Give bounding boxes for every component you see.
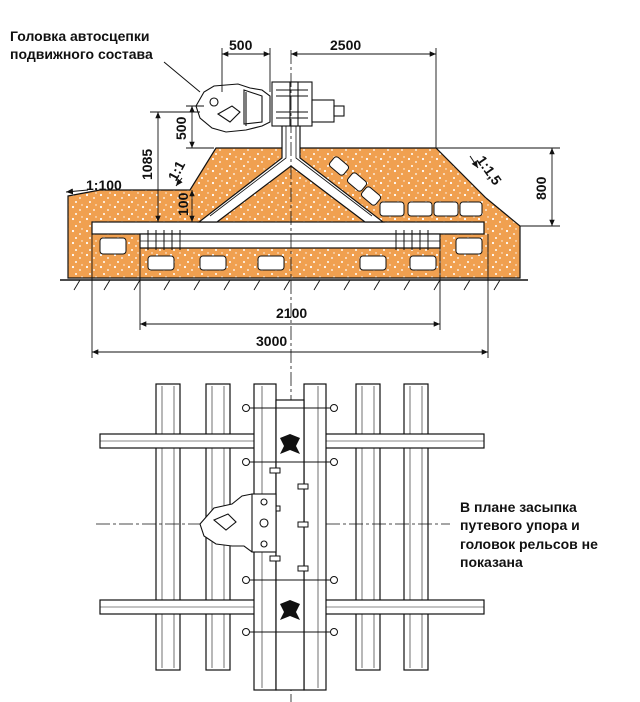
plan-note-line3: головок рельсов не: [460, 536, 598, 552]
plan-note-line2: путевого упора и: [460, 517, 580, 533]
dim-3000: [91, 234, 489, 358]
dim-2500-label: 2500: [330, 37, 361, 53]
dim-500-side: [186, 105, 214, 149]
coupler-label-line2: подвижного состава: [10, 46, 153, 62]
bolt-group-left: [147, 230, 181, 250]
dim-500-top: [221, 48, 271, 92]
slope-arrows: [65, 155, 479, 195]
dim-2100-label: 2100: [276, 305, 307, 321]
dim-2100: [139, 248, 441, 330]
dim-500-side-label: 500: [173, 116, 189, 140]
plan-bolts: [242, 404, 338, 636]
slope-right-bank-label: 1:1,5: [474, 153, 506, 188]
coupler-head-plan: [199, 493, 277, 553]
sleeper-row: [99, 156, 483, 271]
dim-800-label: 800: [533, 176, 549, 200]
ground-hatch: [73, 279, 501, 291]
plan-view: В плане засыпка путевого упора и головок…: [96, 383, 598, 691]
slope-left-bank-label: 1:1: [165, 158, 189, 184]
plan-rail-clips: [280, 434, 300, 620]
dim-500-top-label: 500: [229, 37, 253, 53]
buffer-head: [271, 81, 345, 127]
dim-2500: [291, 48, 437, 148]
coupler-head-section: [195, 83, 271, 133]
plan-stop-beams: [253, 383, 327, 691]
dim-3000-label: 3000: [256, 333, 287, 349]
plan-note-line4: показана: [460, 554, 523, 570]
plan-note-line1: В плане засыпка: [460, 499, 577, 515]
dim-1085-label: 1085: [139, 149, 155, 180]
coupler-label-line1: Головка автосцепки: [10, 28, 150, 44]
dim-100-label: 100: [175, 192, 191, 216]
rail-beam: [91, 221, 485, 249]
dim-800: [436, 147, 560, 227]
coupler-leader: [163, 61, 201, 93]
slope-left-ground-label: 1:100: [86, 177, 122, 193]
bolt-group-right: [395, 230, 429, 250]
section-view: 500 2500 500 1085 100 800 2100 3000 1:10…: [10, 28, 560, 702]
buffer-stop-frame: [197, 123, 385, 223]
